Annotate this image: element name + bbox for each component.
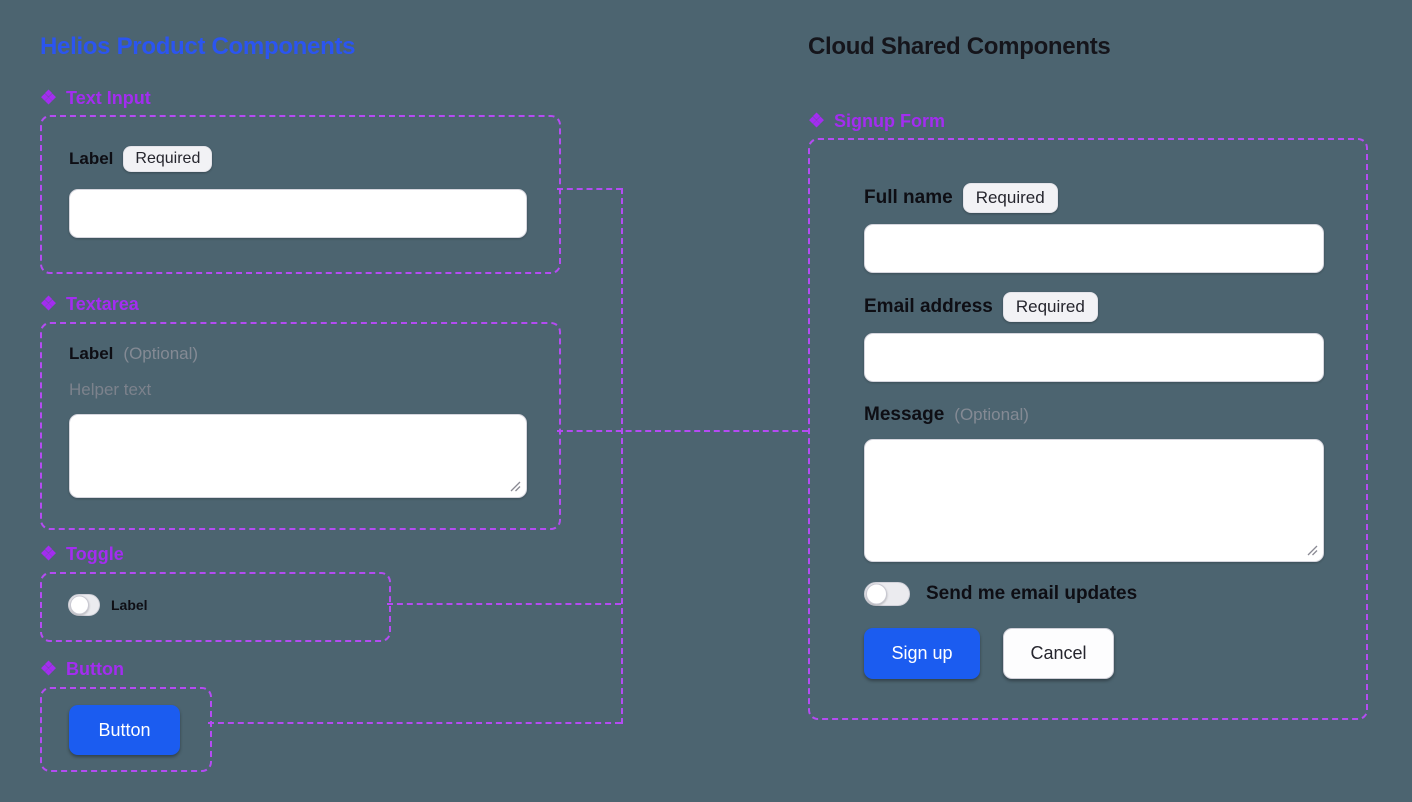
email-input[interactable] bbox=[864, 333, 1324, 382]
section-header-label: Toggle bbox=[66, 544, 124, 564]
connector-text-input bbox=[557, 188, 622, 190]
message-label: Message bbox=[864, 404, 945, 425]
text-input-field[interactable] bbox=[69, 189, 527, 238]
component-icon: ❖ bbox=[40, 294, 58, 315]
toggle-knob[interactable] bbox=[866, 583, 887, 605]
sample-button[interactable]: Button bbox=[69, 705, 180, 755]
connector-textarea-to-form bbox=[557, 430, 808, 432]
textarea-helper-text: Helper text bbox=[69, 380, 152, 399]
component-icon: ❖ bbox=[40, 659, 58, 680]
email-updates-row: Send me email updates bbox=[864, 582, 1137, 606]
full-name-label: Full name bbox=[864, 187, 953, 208]
toggle-switch[interactable] bbox=[68, 594, 100, 616]
section-header-label: Button bbox=[66, 659, 125, 679]
component-icon: ❖ bbox=[40, 88, 58, 109]
sign-up-button[interactable]: Sign up bbox=[864, 628, 980, 679]
message-textarea[interactable] bbox=[864, 439, 1324, 562]
connector-trunk bbox=[621, 188, 623, 724]
component-icon: ❖ bbox=[808, 111, 826, 132]
section-header-button: ❖ Button bbox=[40, 659, 124, 680]
cancel-button[interactable]: Cancel bbox=[1003, 628, 1114, 679]
section-header-toggle: ❖ Toggle bbox=[40, 544, 124, 565]
textarea-label: Label bbox=[69, 344, 114, 363]
toggle-label: Label bbox=[111, 597, 148, 613]
section-header-label: Textarea bbox=[66, 294, 139, 314]
left-library-title: Helios Product Components bbox=[40, 33, 356, 60]
text-input-label: Label bbox=[69, 149, 114, 168]
toggle-knob[interactable] bbox=[70, 595, 89, 615]
text-input-label-row: Label Required bbox=[69, 146, 213, 172]
optional-hint: (Optional) bbox=[954, 405, 1029, 424]
email-updates-toggle[interactable] bbox=[864, 582, 910, 606]
full-name-label-row: Full name Required bbox=[864, 183, 1058, 213]
section-header-textarea: ❖ Textarea bbox=[40, 294, 139, 315]
email-updates-label: Send me email updates bbox=[926, 583, 1138, 604]
toggle-component-frame: Label bbox=[40, 572, 391, 642]
toggle-row: Label bbox=[68, 594, 148, 616]
section-header-label: Signup Form bbox=[834, 111, 946, 131]
button-component-frame: Button bbox=[40, 687, 212, 772]
component-icon: ❖ bbox=[40, 544, 58, 565]
message-label-row: Message (Optional) bbox=[864, 404, 1029, 426]
section-header-text-input: ❖ Text Input bbox=[40, 88, 151, 109]
textarea-label-row: Label (Optional) bbox=[69, 344, 198, 364]
section-header-label: Text Input bbox=[66, 88, 151, 108]
required-badge: Required bbox=[1002, 292, 1098, 322]
connector-toggle bbox=[387, 603, 621, 605]
resize-grip-icon[interactable] bbox=[1306, 544, 1318, 556]
required-badge: Required bbox=[962, 183, 1058, 213]
right-library-title: Cloud Shared Components bbox=[808, 33, 1111, 60]
text-input-component-frame: Label Required bbox=[40, 115, 561, 274]
resize-grip-icon[interactable] bbox=[509, 480, 521, 492]
textarea-field[interactable] bbox=[69, 414, 527, 498]
connector-button bbox=[208, 722, 621, 724]
email-label: Email address bbox=[864, 296, 993, 317]
required-badge: Required bbox=[123, 146, 213, 172]
textarea-component-frame: Label (Optional) Helper text bbox=[40, 322, 561, 530]
email-label-row: Email address Required bbox=[864, 292, 1098, 322]
section-header-signup-form: ❖ Signup Form bbox=[808, 111, 945, 132]
signup-form-frame: Full name Required Email address Require… bbox=[808, 138, 1368, 720]
full-name-input[interactable] bbox=[864, 224, 1324, 273]
optional-hint: (Optional) bbox=[123, 344, 199, 363]
